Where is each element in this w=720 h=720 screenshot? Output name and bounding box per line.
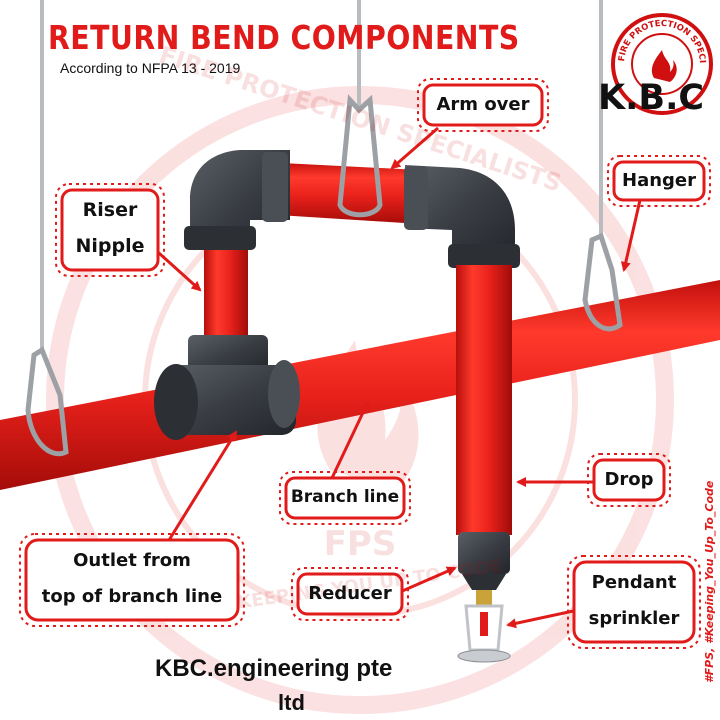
right-elbow	[404, 165, 520, 268]
reducer-fitting	[458, 532, 510, 590]
side-hashtags-text: #FPS, #Keeping_You_Up_To_Code	[703, 480, 716, 683]
tee-fitting	[154, 335, 300, 440]
riser-nipple-pipe	[204, 240, 248, 350]
drop-pipe	[456, 265, 512, 535]
footer-company-line2: ltd	[278, 690, 305, 715]
arm-over-hanger	[337, 94, 383, 218]
label-arm-over: Arm over	[436, 93, 530, 115]
label-reducer: Reducer	[308, 582, 392, 604]
brand-logo-text: K.B.C	[598, 78, 705, 118]
label-drop: Drop	[604, 468, 654, 490]
label-hanger: Hanger	[622, 169, 696, 191]
label-arrows	[148, 126, 642, 629]
label-pendant-line1: Pendant	[591, 571, 677, 593]
label-bubbles	[24, 83, 706, 644]
pendant-sprinkler	[457, 590, 511, 663]
footer-company-line1: KBC.engineering pte	[155, 655, 393, 682]
label-riser-nipple-line2: Nipple	[75, 235, 145, 258]
label-pendant-line2: sprinkler	[588, 607, 680, 629]
label-branch-line: Branch line	[290, 487, 400, 508]
label-bubbles-dash	[19, 78, 711, 649]
page-subtitle: According to NFPA 13 - 2019	[60, 60, 241, 76]
label-outlet-line2: top of branch line	[41, 585, 223, 607]
kbc-logo-badge: FIRE PROTECTION SPECIALISTS	[610, 12, 713, 115]
hanger-rods	[40, 0, 603, 350]
side-hashtags: #FPS, #Keeping_You_Up_To_Code	[703, 480, 716, 683]
label-riser-nipple-line1: Riser	[82, 199, 138, 222]
left-elbow	[184, 150, 290, 250]
label-outlet-line1: Outlet from	[73, 549, 191, 571]
page-title: RETURN BEND COMPONENTS	[48, 18, 520, 57]
watermark-center: FPS	[323, 524, 397, 565]
hanger-clips	[25, 232, 623, 457]
